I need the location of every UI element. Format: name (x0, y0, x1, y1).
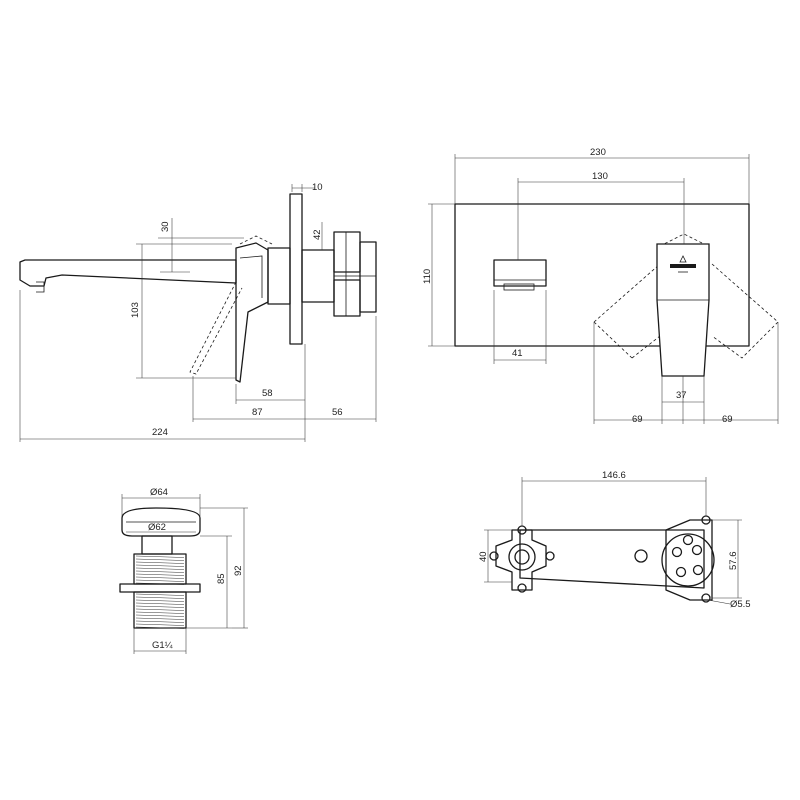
dim-swing-left: 69 (632, 414, 643, 425)
dim-lever-offset: 58 (262, 388, 273, 399)
valve-port-b (691, 544, 703, 556)
waste-tail-hatching (135, 593, 185, 629)
bracket-left-mount (495, 529, 547, 591)
bracket-right-mount (665, 519, 713, 601)
dim-centres: 130 (592, 171, 608, 182)
mounting-nut-lower (333, 279, 361, 317)
dim-plate-width: 230 (590, 147, 606, 158)
left-mount-outlet-outer (508, 543, 536, 571)
valve-port-center (682, 534, 694, 546)
mounting-bracket: 146.6 40 57.6 Ø5.5 (478, 470, 751, 610)
lever-outline (235, 242, 269, 383)
brand-logo (670, 255, 696, 273)
left-mount-hole-side-r (545, 551, 555, 561)
dim-lever-reach: 87 (252, 407, 263, 418)
bracket-bar (519, 529, 705, 589)
lever-top-swing (239, 235, 273, 245)
left-mount-hole-bottom (517, 583, 527, 593)
spout-outlet-inner (503, 283, 535, 291)
bracket-center-hole (634, 549, 648, 563)
dim-total-reach: 224 (152, 427, 168, 438)
spout-outlet (493, 259, 547, 287)
left-mount-hole-side-l (489, 551, 499, 561)
lever-swing-top (659, 233, 709, 247)
side-view: 10 30 42 103 58 87 56 224 (19, 182, 377, 442)
waste-stem (141, 535, 173, 555)
dim-body-depth: 56 (332, 407, 343, 418)
spout-aerator (36, 281, 45, 293)
dim-lever-width: 37 (676, 390, 687, 401)
right-mount-valve-seat (661, 533, 715, 587)
mounting-nut-upper (333, 231, 361, 273)
wall-plate (289, 193, 303, 345)
dim-cap-outer-diameter: Ø64 (150, 487, 168, 498)
dim-swing-right: 69 (722, 414, 733, 425)
lever-inner-edge (239, 255, 263, 298)
dim-spout-drop: 103 (130, 302, 141, 318)
front-view: 230 130 110 41 37 69 69 (422, 147, 779, 425)
connector-block (359, 241, 377, 313)
dim-waste-height-92: 92 (233, 565, 244, 576)
waste-thread-hatching (135, 555, 185, 585)
spout-outline (19, 259, 237, 287)
dim-left-mount-height: 40 (478, 551, 489, 562)
front-lever (656, 243, 710, 377)
dim-right-mount-height: 57.6 (728, 552, 739, 571)
dim-body-height: 42 (312, 229, 323, 240)
lever-swing-outline (189, 281, 243, 375)
front-wall-plate (454, 203, 750, 347)
dim-plate-height: 110 (422, 269, 433, 284)
dim-bracket-length: 146.6 (602, 470, 626, 481)
dim-mount-hole-diameter: Ø5.5 (730, 599, 751, 610)
valve-body (267, 247, 291, 305)
waste-cap (121, 507, 201, 537)
right-mount-hole-bottom (701, 593, 711, 603)
dim-spout-rise: 30 (160, 221, 171, 232)
waste-flange (119, 583, 201, 593)
valve-port-c (675, 566, 687, 578)
dim-wall-plate-thickness: 10 (312, 182, 323, 193)
dim-cap-inner-diameter: Ø62 (148, 522, 166, 533)
valve-port-a (671, 546, 683, 558)
popup-waste: Ø64 Ø62 85 92 G1¼ (119, 487, 248, 654)
dim-spout-width: 41 (512, 348, 523, 359)
dim-thread-size: G1¼ (152, 640, 174, 651)
left-mount-outlet-inner (514, 549, 530, 565)
dim-waste-height-85: 85 (216, 573, 227, 584)
valve-cartridge (301, 249, 335, 303)
valve-port-d (692, 564, 704, 576)
